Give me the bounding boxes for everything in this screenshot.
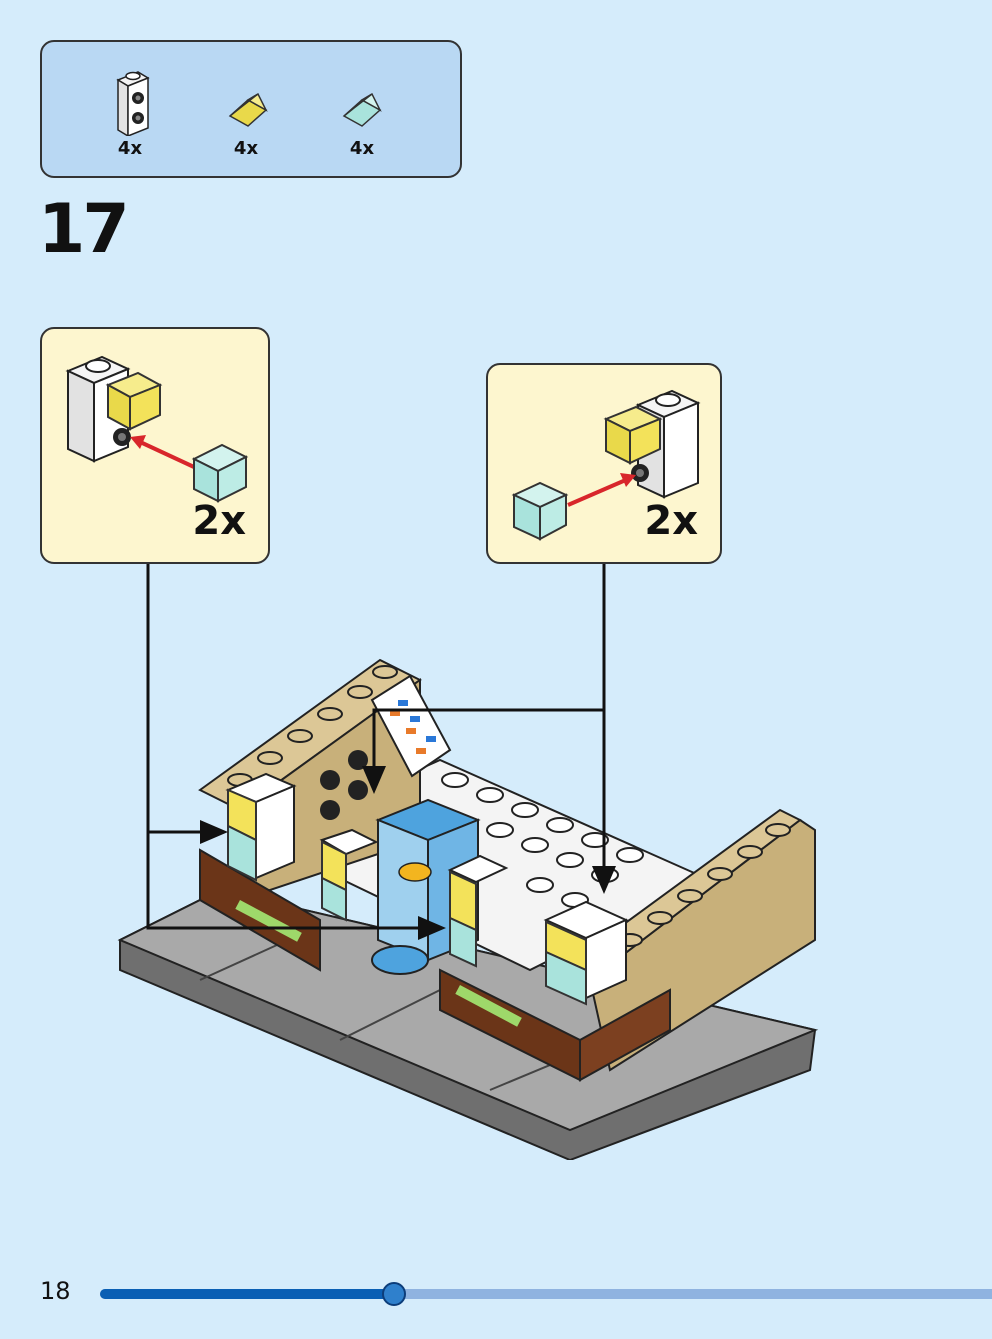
part-quantity: 4x (233, 138, 259, 159)
progress-fill (100, 1289, 395, 1299)
callout-left: 2x (40, 327, 270, 564)
parts-panel: 4x 4x 4x (40, 40, 462, 178)
page-number: 18 (40, 1277, 71, 1305)
lightblue-slope-trans-icon (342, 92, 382, 127)
model-illustration (117, 658, 819, 1160)
callout-multiplier: 2x (644, 498, 698, 544)
callout-right: 2x (486, 363, 722, 564)
white-brick-1x1-studs-side-icon (116, 71, 150, 136)
part-yellow-slope: 4x (206, 60, 286, 172)
callout-multiplier: 2x (192, 498, 246, 544)
part-quantity: 4x (117, 138, 143, 159)
yellow-slope-trans-icon (228, 92, 268, 127)
progress-bar (100, 1282, 992, 1306)
progress-knob (382, 1282, 407, 1306)
part-white-brick: 4x (90, 60, 170, 172)
part-lightblue-slope: 4x (322, 60, 402, 172)
step-number: 17 (38, 190, 130, 269)
part-quantity: 4x (349, 138, 375, 159)
sub-assembly-right-illustration (511, 389, 701, 541)
sub-assembly-left-illustration (65, 355, 249, 503)
